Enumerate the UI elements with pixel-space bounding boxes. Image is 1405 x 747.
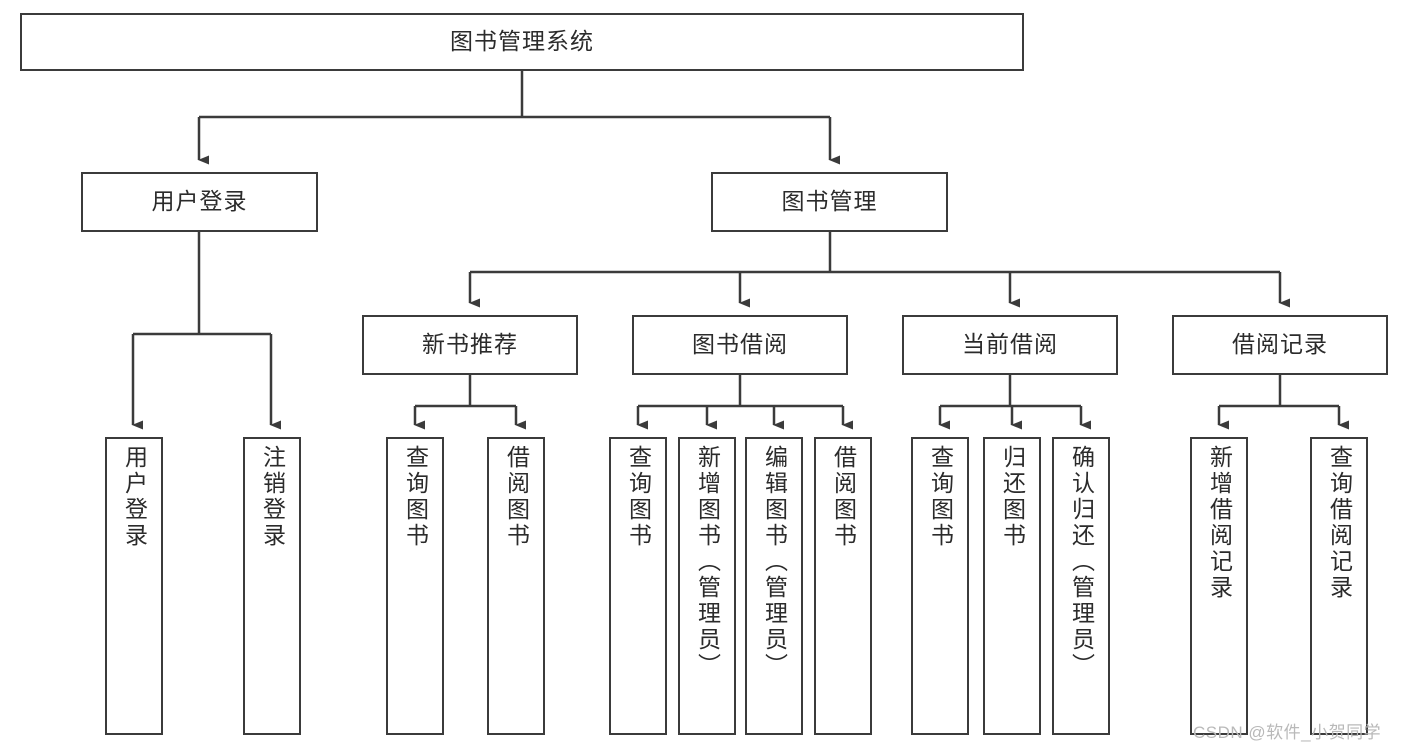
node-leaf-user-login[interactable]: 用户登录 [105, 437, 163, 735]
node-level3-new-book-recommend-label: 新书推荐 [422, 331, 518, 358]
node-leaf-query-book-current-label: 查询图书 [927, 445, 954, 549]
node-leaf-query-book-borrow[interactable]: 查询图书 [609, 437, 667, 735]
node-root-label: 图书管理系统 [450, 28, 594, 55]
node-leaf-borrow-book-newbook-label: 借阅图书 [503, 445, 530, 549]
node-leaf-query-book-borrow-label: 查询图书 [625, 445, 652, 549]
node-level2-user-login-label: 用户登录 [151, 188, 248, 215]
node-leaf-add-book-admin[interactable]: 新增图书（管理员） [678, 437, 736, 735]
node-leaf-query-borrow-record[interactable]: 查询借阅记录 [1310, 437, 1368, 735]
node-leaf-query-borrow-record-label: 查询借阅记录 [1326, 445, 1353, 601]
node-level3-book-borrow[interactable]: 图书借阅 [632, 315, 848, 375]
node-leaf-add-borrow-record[interactable]: 新增借阅记录 [1190, 437, 1248, 735]
node-leaf-add-book-admin-label: 新增图书（管理员） [694, 445, 721, 679]
node-level3-current-borrow[interactable]: 当前借阅 [902, 315, 1118, 375]
node-level3-borrow-record[interactable]: 借阅记录 [1172, 315, 1388, 375]
node-level3-new-book-recommend[interactable]: 新书推荐 [362, 315, 578, 375]
node-level3-current-borrow-label: 当前借阅 [962, 331, 1058, 358]
node-leaf-edit-book-admin[interactable]: 编辑图书（管理员） [745, 437, 803, 735]
node-leaf-borrow-book[interactable]: 借阅图书 [814, 437, 872, 735]
node-leaf-return-book-label: 归还图书 [999, 445, 1026, 549]
csdn-watermark: CSDN @软件_小贺同学 [1193, 723, 1382, 742]
node-leaf-query-book-current[interactable]: 查询图书 [911, 437, 969, 735]
node-leaf-borrow-book-label: 借阅图书 [830, 445, 857, 549]
node-level2-user-login[interactable]: 用户登录 [81, 172, 318, 232]
node-leaf-user-login-label: 用户登录 [121, 445, 148, 549]
node-leaf-add-borrow-record-label: 新增借阅记录 [1206, 445, 1233, 601]
node-level3-book-borrow-label: 图书借阅 [692, 331, 788, 358]
node-leaf-query-book-newbook-label: 查询图书 [402, 445, 429, 549]
node-leaf-borrow-book-newbook[interactable]: 借阅图书 [487, 437, 545, 735]
node-level2-book-management[interactable]: 图书管理 [711, 172, 948, 232]
node-level3-borrow-record-label: 借阅记录 [1232, 331, 1328, 358]
node-level2-book-management-label: 图书管理 [781, 188, 878, 215]
node-leaf-logout-label: 注销登录 [259, 445, 286, 549]
node-leaf-confirm-return-admin[interactable]: 确认归还（管理员） [1052, 437, 1110, 735]
node-root[interactable]: 图书管理系统 [20, 13, 1024, 71]
node-leaf-confirm-return-admin-label: 确认归还（管理员） [1068, 445, 1095, 679]
node-leaf-edit-book-admin-label: 编辑图书（管理员） [761, 445, 788, 679]
node-leaf-logout[interactable]: 注销登录 [243, 437, 301, 735]
node-leaf-query-book-newbook[interactable]: 查询图书 [386, 437, 444, 735]
node-leaf-return-book[interactable]: 归还图书 [983, 437, 1041, 735]
